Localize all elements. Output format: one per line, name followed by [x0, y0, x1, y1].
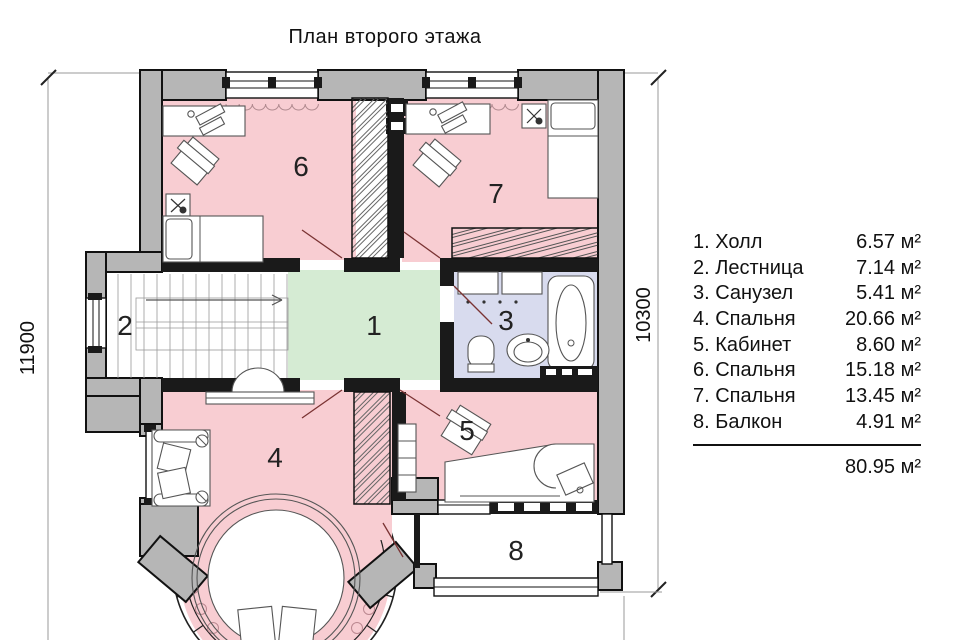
legend-row: 2. Лестница 7.14 м² — [693, 256, 921, 282]
legend-divider — [693, 443, 921, 446]
legend-row: 5. Кабинет 8.60 м² — [693, 333, 921, 359]
legend-area: 20.66 м² — [844, 308, 921, 331]
room-legend: 1. Холл 6.57 м² 2. Лестница 7.14 м² 3. С… — [693, 230, 921, 479]
door-swings — [301, 229, 493, 558]
legend-label: 4. Спальня — [693, 308, 796, 331]
legend-row: 6. Спальня 15.18 м² — [693, 358, 921, 384]
room-5-furniture — [397, 404, 595, 503]
dimension-right: 10300 — [600, 69, 667, 640]
legend-area: 7.14 м² — [856, 256, 921, 279]
room-label-8: 8 — [508, 535, 524, 566]
legend-row: 8. Балкон 4.91 м² — [693, 410, 921, 436]
desk — [444, 443, 595, 503]
computer — [556, 462, 594, 496]
room-7-furniture — [405, 99, 599, 199]
room-8-balcony-area — [418, 514, 600, 586]
wardrobes — [351, 97, 599, 505]
legend-area: 4.91 м² — [856, 410, 921, 433]
legend-label: 6. Спальня — [693, 359, 796, 382]
vanity — [457, 271, 499, 295]
room-label-2: 2 — [117, 310, 133, 341]
window-top-left — [222, 71, 322, 99]
window-stairs — [85, 293, 107, 353]
dim-right-label: 10300 — [633, 287, 655, 343]
wardrobe-room7 — [451, 227, 599, 259]
legend-label: 3. Санузел — [693, 282, 794, 305]
legend-area: 13.45 м² — [844, 385, 921, 408]
wardrobe-room4 — [353, 391, 391, 505]
bathroom-fixtures — [457, 271, 598, 378]
legend-row: 4. Спальня 20.66 м² — [693, 307, 921, 333]
room-label-6: 6 — [293, 151, 309, 182]
room-label-3: 3 — [498, 305, 514, 336]
legend-area: 5.41 м² — [856, 282, 921, 305]
legend-row: 3. Санузел 5.41 м² — [693, 281, 921, 307]
plant-stand — [521, 103, 547, 129]
legend-label: 8. Балкон — [693, 410, 783, 433]
sofa — [151, 429, 211, 507]
legend-row: 7. Спальня 13.45 м² — [693, 384, 921, 410]
legend-area: 6.57 м² — [856, 231, 921, 253]
room-6-furniture — [162, 103, 264, 263]
dimension-left: 11900 — [17, 69, 57, 640]
bed-room6 — [162, 215, 264, 263]
room-label-5: 5 — [459, 415, 475, 446]
windows — [85, 71, 613, 597]
room-label-1: 1 — [366, 310, 382, 341]
window-balcony — [433, 513, 613, 597]
legend-label: 2. Лестница — [693, 256, 804, 279]
radiator-room4 — [205, 367, 315, 405]
legend-label: 7. Спальня — [693, 385, 796, 408]
wardrobe-room6 — [351, 97, 389, 259]
room-1-hall-area — [288, 270, 440, 380]
sink — [506, 333, 550, 367]
dim-left-label: 11900 — [17, 321, 39, 375]
legend-label: 5. Кабинет — [693, 333, 792, 356]
round-bed — [191, 493, 361, 640]
plant-stand — [165, 193, 191, 217]
legend-row: 1. Холл 6.57 м² — [693, 230, 921, 256]
legend-label: 1. Холл — [693, 231, 763, 253]
stairs — [117, 274, 289, 378]
room-label-4: 4 — [267, 442, 283, 473]
bed-room7 — [547, 99, 599, 199]
toilet — [467, 335, 495, 373]
room-label-7: 7 — [488, 178, 504, 209]
room-numbers: 1 2 3 4 5 6 7 8 — [117, 151, 524, 566]
window-top-right — [422, 71, 522, 99]
stairs-direction-arrow — [146, 294, 283, 306]
legend-area: 15.18 м² — [844, 359, 921, 382]
legend-area: 8.60 м² — [856, 333, 921, 356]
shelving — [397, 423, 417, 493]
page-title: План второго этажа — [288, 26, 482, 48]
room-4-furniture — [151, 367, 361, 640]
legend-total-area: 80.95 м² — [844, 455, 921, 478]
